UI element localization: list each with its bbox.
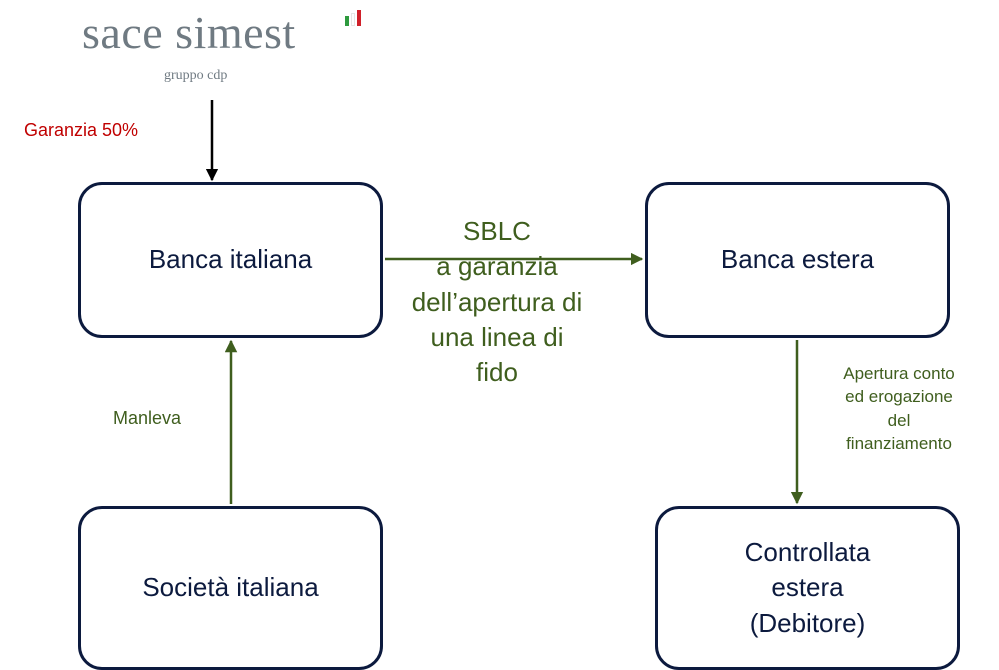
apertura-label-line: ed erogazione [845,387,953,407]
node-controllata-estera-line: Controllata [744,536,871,567]
sblc-label-line: fido [476,357,518,388]
sblc-label-line: dell’apertura di [411,286,583,317]
sblc-label-line: a garanzia [436,251,558,282]
apertura-label-line: finanziamento [846,433,952,453]
node-controllata-estera: Controllata estera (Debitore) [655,506,960,670]
sblc-label-line: una linea di [430,322,564,353]
node-controllata-estera-line: (Debitore) [749,607,866,638]
apertura-label-line: del [887,410,911,430]
italian-flag-icon [345,10,361,26]
manleva-label: Manleva [113,408,182,428]
node-societa-italiana-label: Società italiana [142,572,319,603]
logo-wordmark: sace simest [82,7,296,58]
sace-simest-logo: sace simest gruppo cdp [82,6,382,96]
apertura-label-line: Apertura conto [843,364,955,383]
node-banca-estera: Banca estera [645,182,950,338]
apertura-label: Apertura conto ed erogazione del finanzi… [820,362,978,455]
sblc-label-line: SBLC [463,216,531,246]
sblc-label: SBLC a garanzia dell’apertura di una lin… [378,214,616,391]
garanzia-label: Garanzia 50% [24,120,139,140]
node-controllata-estera-line: estera [771,572,844,603]
node-societa-italiana: Società italiana [78,506,383,670]
node-banca-italiana: Banca italiana [78,182,383,338]
node-banca-italiana-label: Banca italiana [148,244,313,275]
logo-tagline: gruppo cdp [164,68,228,83]
node-banca-estera-label: Banca estera [720,244,875,275]
node-controllata-estera-label: Controllata estera (Debitore) [745,535,871,641]
